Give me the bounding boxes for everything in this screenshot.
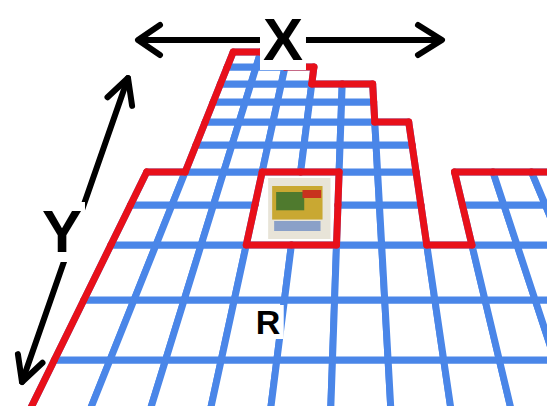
axis-label: X — [260, 10, 306, 70]
region-border — [312, 81, 342, 88]
floor-tile — [378, 172, 421, 205]
floor-tile — [504, 205, 547, 245]
axis-label: Y — [39, 202, 85, 262]
region-border — [147, 169, 185, 176]
region-border — [131, 172, 147, 205]
box-base — [274, 221, 320, 231]
region-border — [338, 172, 339, 205]
floor-tile — [517, 245, 547, 300]
region-border — [409, 122, 412, 145]
floor-tile — [545, 205, 547, 245]
floor-tile — [535, 300, 547, 360]
floor-tile — [375, 122, 412, 145]
floor-tile — [499, 360, 547, 406]
floor-tile — [376, 145, 416, 172]
floor-tile — [268, 360, 332, 406]
region-border — [54, 300, 83, 360]
region-border — [455, 172, 463, 205]
floor-tile — [206, 360, 277, 406]
region-border — [233, 49, 261, 56]
region-border — [312, 67, 314, 84]
product-photo — [268, 178, 330, 239]
region-border — [412, 145, 416, 172]
region-border — [421, 205, 427, 245]
region-border — [427, 242, 472, 249]
floor-tile — [301, 145, 340, 172]
floor-grid — [20, 52, 547, 406]
region-border — [342, 81, 372, 88]
floor-tile — [330, 360, 392, 406]
region-border — [196, 122, 205, 145]
region-border — [255, 172, 262, 205]
region-border — [531, 169, 547, 176]
region-border — [416, 172, 421, 205]
floor-tile — [277, 300, 335, 360]
region-border — [111, 205, 131, 245]
box-front — [272, 186, 322, 220]
floor-tile — [213, 172, 262, 205]
region-border — [373, 84, 374, 102]
region-border — [291, 242, 336, 249]
photo-ground — [268, 178, 330, 239]
y-arrow — [18, 78, 132, 382]
region-border — [84, 245, 111, 300]
region-border — [493, 169, 531, 176]
floor-tile — [284, 245, 336, 300]
region-border — [375, 119, 409, 126]
region-label: R — [253, 305, 284, 339]
region-border — [227, 52, 233, 67]
floor-tile — [309, 84, 342, 102]
floor-tile — [342, 84, 374, 102]
region-border — [246, 205, 255, 245]
region-border — [337, 205, 338, 245]
box-panel — [276, 192, 304, 210]
floor-tile — [337, 205, 382, 245]
floor-tile — [379, 205, 426, 245]
region-border — [262, 169, 300, 176]
floor-tile — [339, 145, 377, 172]
region-outline — [20, 52, 547, 406]
floor-tile — [332, 300, 388, 360]
box-stripe — [302, 190, 321, 198]
region-border — [462, 205, 472, 245]
floor-tile — [335, 245, 385, 300]
region-border — [185, 145, 196, 172]
floor-tile — [338, 172, 379, 205]
region-border — [455, 169, 493, 176]
region-border — [301, 169, 339, 176]
floor-tile — [201, 205, 255, 245]
floor-tile — [531, 172, 547, 205]
region-border — [246, 242, 291, 249]
